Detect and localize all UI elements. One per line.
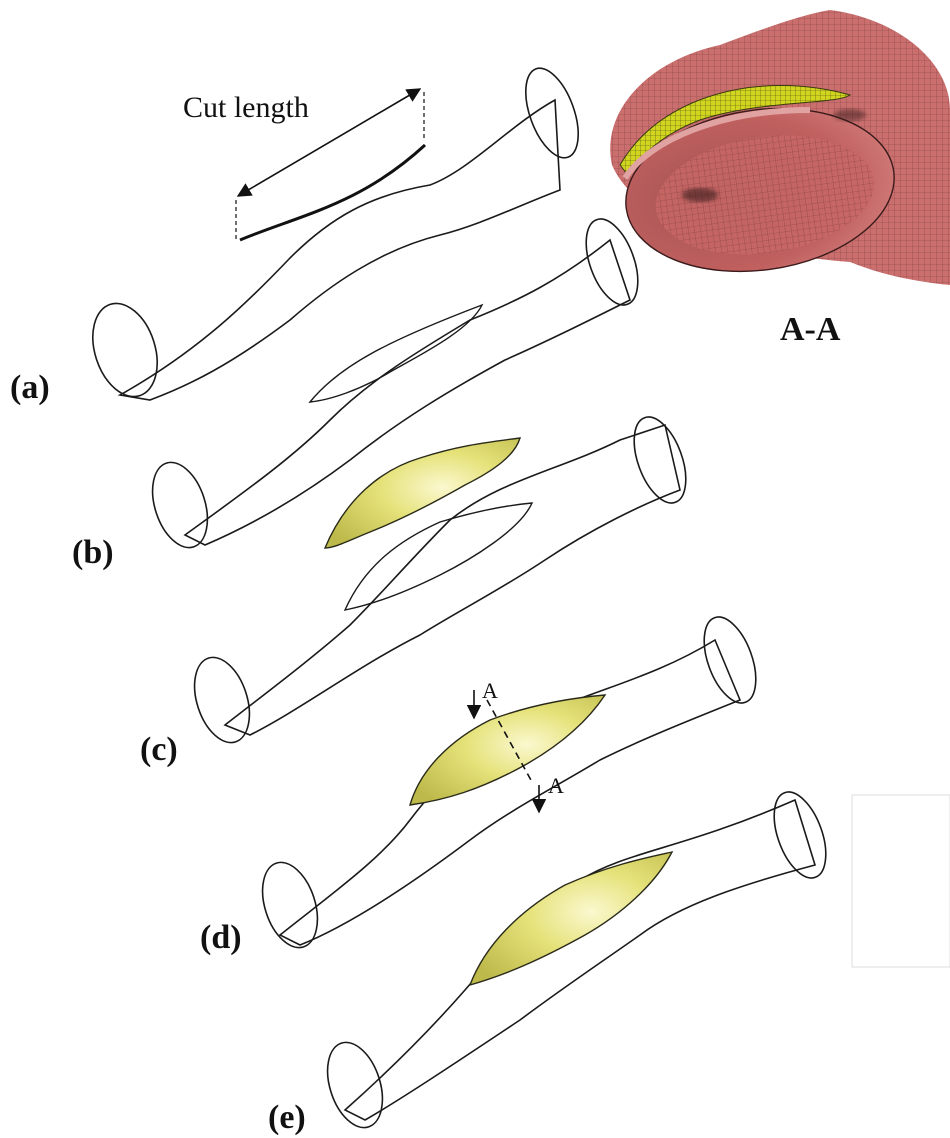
section-aa-inset <box>610 10 950 288</box>
panel-label-a: (a) <box>10 369 50 406</box>
plaque-c-detached <box>325 438 520 548</box>
section-aa-title: A-A <box>780 311 841 348</box>
panel-label-b: (b) <box>72 534 114 571</box>
section-marker-bottom: A <box>548 773 564 798</box>
panel-label-d: (d) <box>200 919 242 956</box>
panel-label-c: (c) <box>140 731 178 768</box>
empty-frame <box>852 795 950 967</box>
vessel-a <box>82 61 589 405</box>
vessel-d <box>253 610 766 954</box>
cut-length-label: Cut length <box>183 91 309 124</box>
panel-label-e: (e) <box>268 1099 306 1136</box>
section-marker-top: A <box>482 678 498 703</box>
